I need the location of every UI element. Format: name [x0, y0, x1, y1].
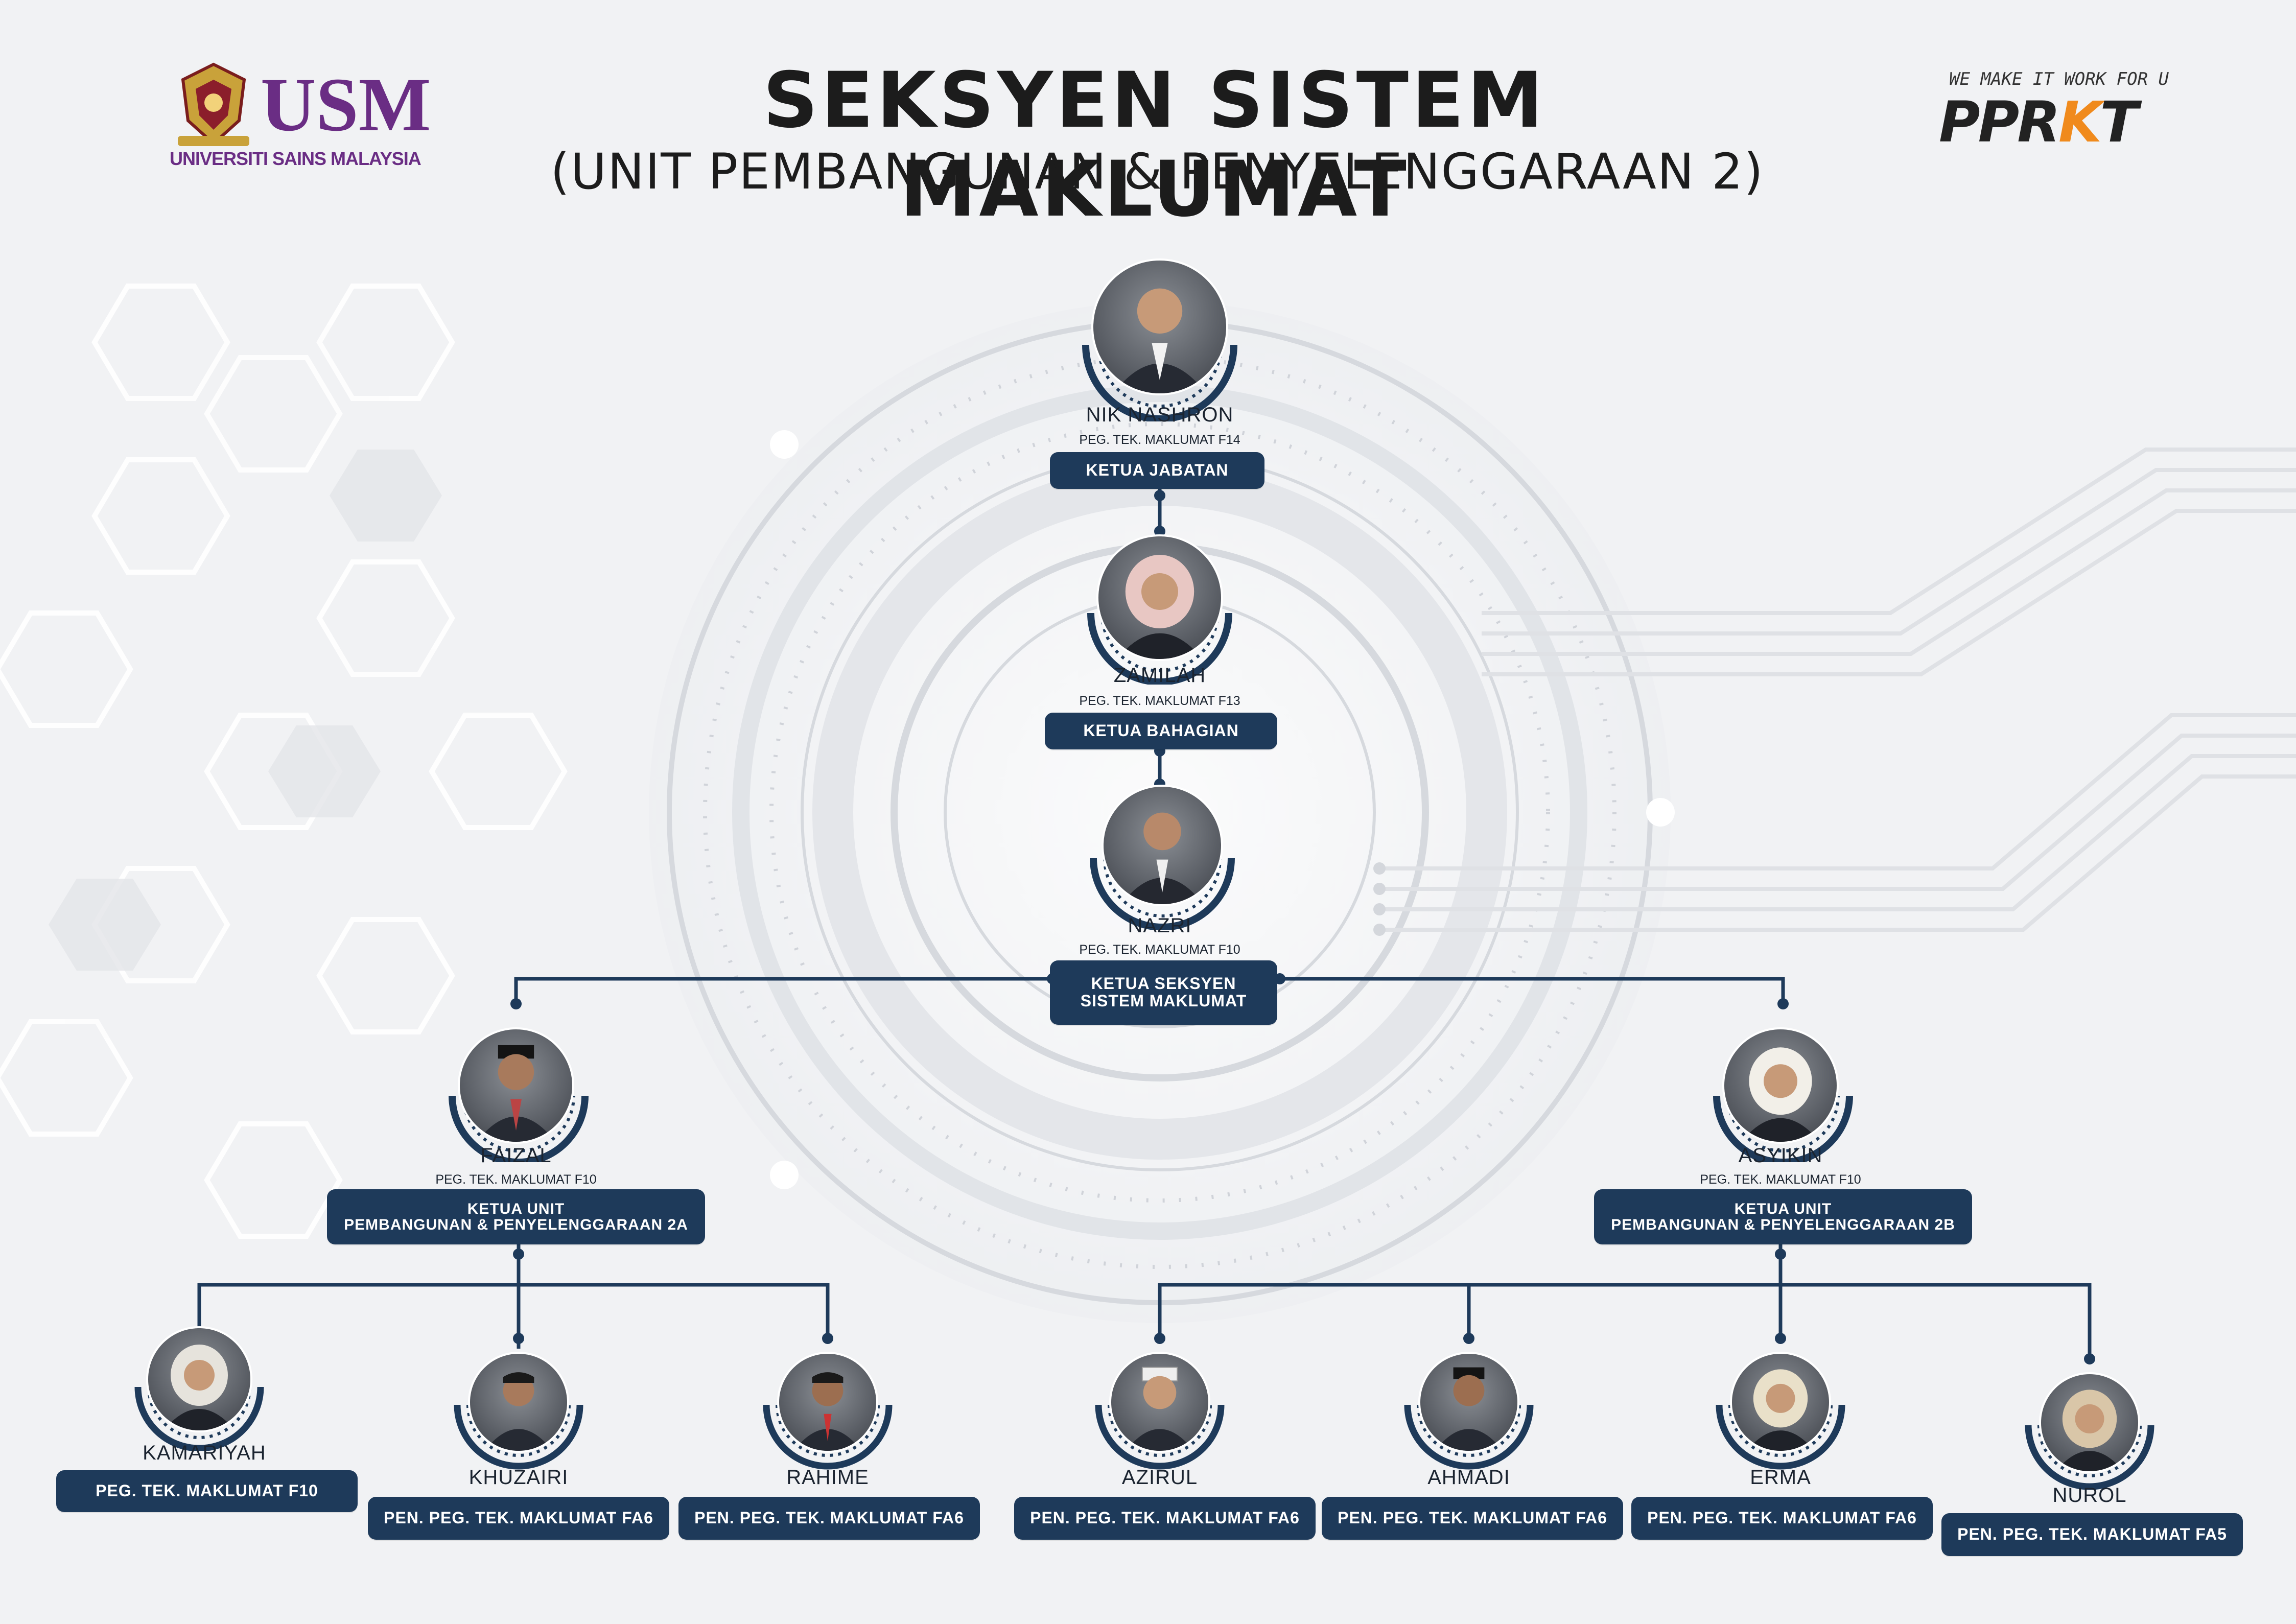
- photo-frame-icon: [134, 1386, 264, 1451]
- portrait-photo: [1093, 261, 1226, 393]
- photo-frame-icon: [1087, 613, 1232, 685]
- photo-frame-icon: [449, 1095, 589, 1162]
- person-name: AHMADI: [1427, 1466, 1510, 1489]
- person-name: RAHIME: [786, 1466, 869, 1489]
- portrait-photo: [1111, 1354, 1208, 1451]
- role-badge: PEG. TEK. MAKLUMAT F10: [56, 1470, 358, 1512]
- portrait-photo: [470, 1354, 567, 1451]
- person-rank: PEG. TEK. MAKLUMAT F10: [435, 1172, 597, 1187]
- role-badge: PEN. PEG. TEK. MAKLUMAT FA6: [1631, 1497, 1933, 1540]
- usm-full-name: UNIVERSITI SAINS MALAYSIA: [170, 148, 421, 169]
- person-name: NIK NASHRON: [1086, 404, 1234, 426]
- photo-frame-icon: [1404, 1404, 1534, 1470]
- person-name: KAMARIYAH: [143, 1442, 266, 1464]
- role-badge: KETUA JABATAN: [1050, 452, 1264, 489]
- usm-crest-icon: [178, 62, 249, 146]
- role-badge: PEN. PEG. TEK. MAKLUMAT FA6: [678, 1497, 980, 1540]
- person-name: ZAMILAH: [1113, 664, 1206, 687]
- portrait-photo: [1420, 1354, 1517, 1451]
- photo-frame-icon: [763, 1404, 893, 1470]
- usm-logo: USM UNIVERSITI SAINS MALAYSIA: [163, 51, 431, 184]
- person-rank: PEG. TEK. MAKLUMAT F10: [1079, 943, 1240, 957]
- photo-frame-icon: [1713, 1095, 1853, 1162]
- person-name: FAIZAL: [480, 1144, 552, 1167]
- role-badge: PEN. PEG. TEK. MAKLUMAT FA6: [368, 1497, 669, 1540]
- person-name: KHUZAIRI: [468, 1466, 569, 1489]
- portrait-photo: [460, 1029, 572, 1142]
- portrait-photo: [2041, 1374, 2138, 1471]
- portrait-photo: [1098, 536, 1221, 659]
- role-badge: PEN. PEG. TEK. MAKLUMAT FA5: [1941, 1513, 2243, 1556]
- photo-frame-icon: [1095, 1404, 1225, 1470]
- person-name: AZIRUL: [1121, 1466, 1198, 1489]
- portrait-photo: [1724, 1029, 1837, 1142]
- person-name: NUROL: [2052, 1484, 2127, 1507]
- portrait-photo: [1104, 787, 1221, 904]
- portrait-photo: [779, 1354, 876, 1451]
- pprkt-tagline: WE MAKE IT WORK FOR U: [1949, 69, 2169, 89]
- portrait-photo: [1732, 1354, 1829, 1451]
- page-title: SEKSYEN SISTEM MAKLUMAT: [763, 56, 1547, 234]
- role-badge: PEN. PEG. TEK. MAKLUMAT FA6: [1322, 1497, 1623, 1540]
- person-rank: PEG. TEK. MAKLUMAT F14: [1079, 433, 1240, 447]
- usm-wordmark: USM: [261, 62, 431, 147]
- role-badge: KETUA BAHAGIAN: [1045, 713, 1277, 749]
- photo-frame-icon: [1082, 344, 1237, 421]
- photo-frame-icon: [1090, 858, 1235, 930]
- role-badge: PEN. PEG. TEK. MAKLUMAT FA6: [1014, 1497, 1316, 1540]
- photo-frame-icon: [2025, 1425, 2154, 1490]
- person-rank: PEG. TEK. MAKLUMAT F13: [1079, 694, 1240, 708]
- person-name: ERMA: [1750, 1466, 1811, 1489]
- person-name: NAZRI: [1128, 914, 1192, 937]
- page-subtitle: (UNIT PEMBANGUNAN & PENYELENGGARAAN 2): [550, 143, 1764, 200]
- person-name: ASYIKIN: [1738, 1144, 1823, 1167]
- portrait-photo: [148, 1328, 250, 1430]
- pprkt-logo: WE MAKE IT WORK FOR U PPRKT: [1939, 69, 2174, 155]
- person-rank: PEG. TEK. MAKLUMAT F10: [1700, 1172, 1861, 1187]
- photo-frame-icon: [454, 1404, 583, 1470]
- pprkt-wordmark: PPRKT: [1939, 89, 2138, 155]
- photo-frame-icon: [1716, 1404, 1845, 1470]
